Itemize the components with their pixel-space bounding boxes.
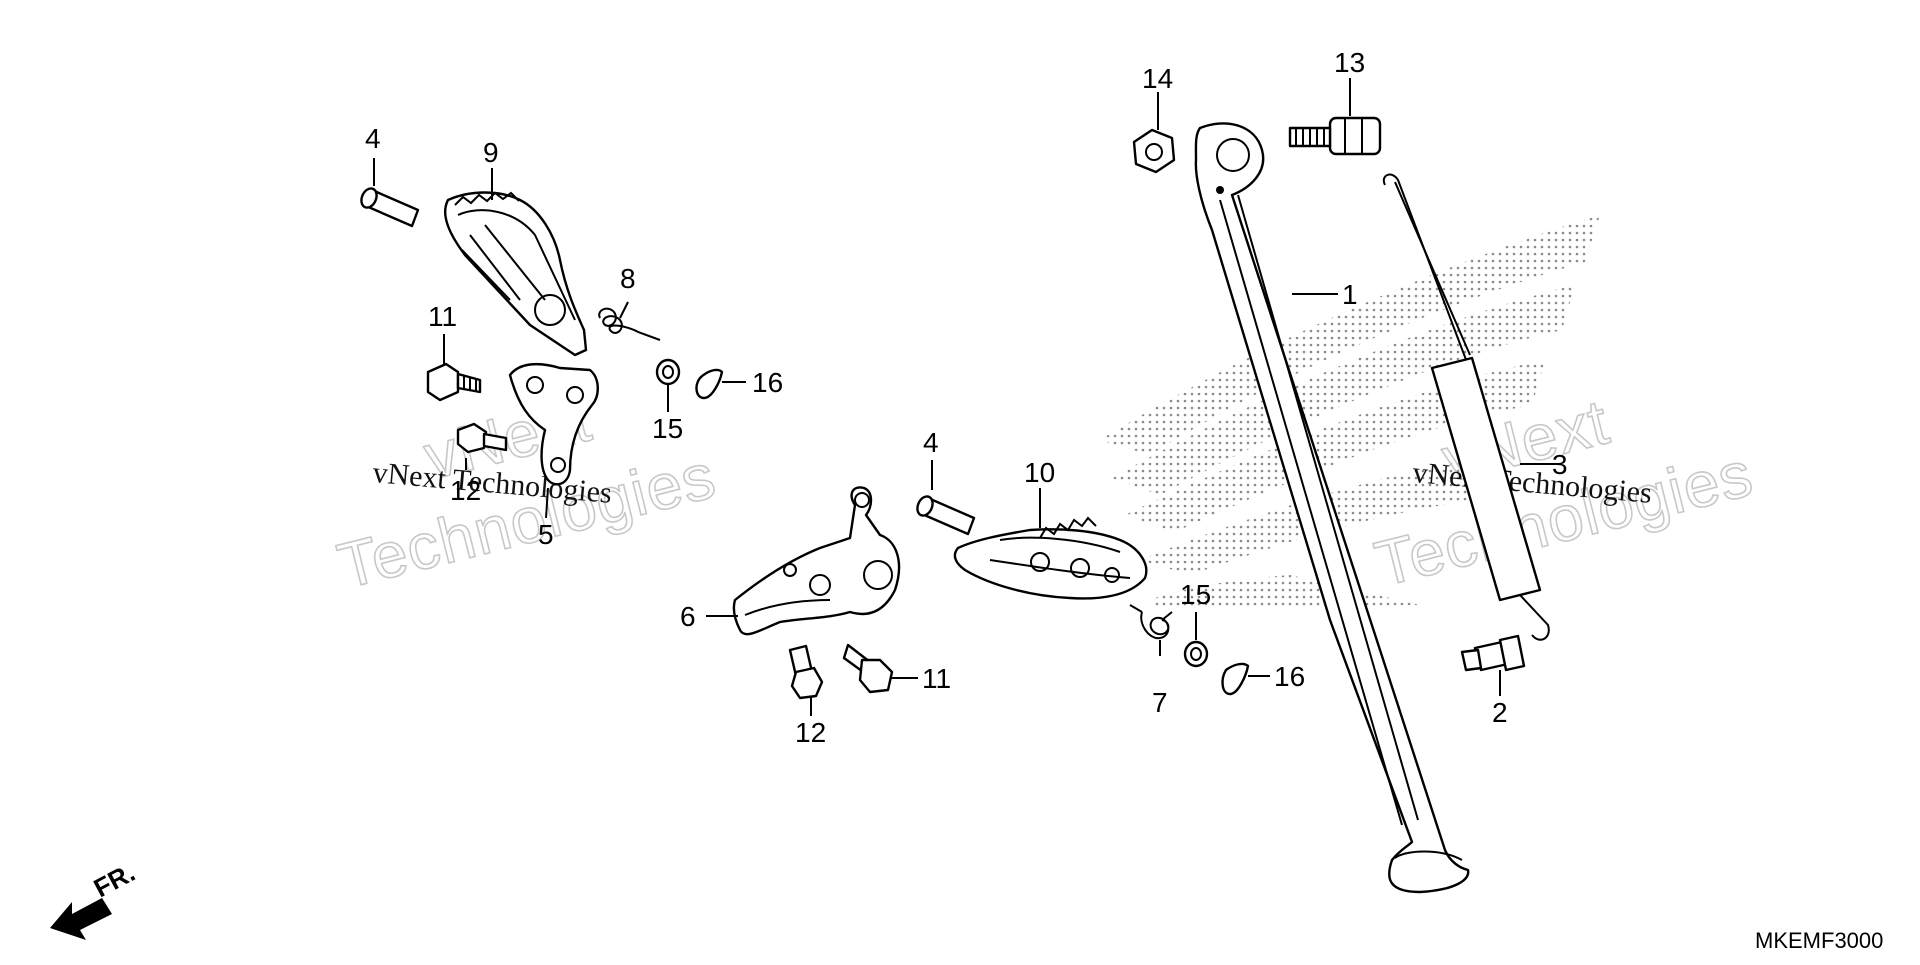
callout-4-left: 4: [365, 123, 381, 154]
part-7-spring[interactable]: [598, 307, 661, 341]
part-4-pin-left[interactable]: [359, 186, 420, 228]
callout-2: 2: [1492, 697, 1508, 728]
part-3-stand-spring[interactable]: [1382, 173, 1550, 641]
callout-12-left: 12: [450, 475, 481, 506]
callout-15-right: 15: [1180, 579, 1211, 610]
part-16-cotter-pin-right[interactable]: [1221, 662, 1250, 696]
part-2-spring-bolt[interactable]: [1460, 634, 1526, 672]
callout-11-left: 11: [428, 301, 457, 332]
callout-3: 3: [1552, 449, 1568, 480]
callout-12-center: 12: [795, 717, 826, 748]
callout-13: 13: [1334, 47, 1365, 78]
part-12-bolt-center[interactable]: [788, 644, 824, 700]
part-1-side-stand[interactable]: [1194, 122, 1470, 894]
callout-7: 8: [620, 263, 636, 294]
part-10-right-footpeg[interactable]: [953, 516, 1148, 600]
part-6-footpeg-bracket-right[interactable]: [732, 486, 901, 636]
callout-8: 7: [1152, 687, 1168, 718]
diagram-code: MKEMF3000: [1755, 928, 1883, 953]
callout-14: 14: [1142, 63, 1173, 94]
callout-16-right: 16: [1274, 661, 1305, 692]
part-15-washer-right[interactable]: [1183, 640, 1209, 668]
leader-lines: [373, 78, 1560, 716]
callout-1: 1: [1342, 279, 1358, 310]
part-5-footpeg-bracket-left[interactable]: [508, 362, 599, 486]
part-8-spring[interactable]: [1129, 604, 1173, 640]
callout-6: 6: [680, 601, 696, 632]
part-16-cotter-pin-left[interactable]: [695, 368, 724, 400]
part-11-bolt-center[interactable]: [842, 643, 894, 694]
callout-9: 9: [483, 137, 499, 168]
part-4-pin-center[interactable]: [915, 494, 976, 536]
callout-5: 5: [538, 519, 554, 550]
front-indicator-label: FR.: [89, 857, 140, 903]
part-12-bolt-left[interactable]: [456, 422, 508, 454]
part-14-nut[interactable]: [1132, 128, 1176, 174]
part-15-washer-left[interactable]: [655, 358, 681, 386]
front-direction-arrow: FR.: [50, 857, 140, 940]
callout-16-left: 16: [752, 367, 783, 398]
part-11-bolt-left[interactable]: [426, 362, 482, 402]
callout-labels: 4 9 8 11 15 16 12 5 4 10 6 11 12 14 13 1…: [365, 47, 1568, 748]
callout-15-left: 15: [652, 413, 683, 444]
callout-4-center: 4: [923, 427, 939, 458]
callout-11-center: 11: [922, 663, 951, 694]
part-13-pivot-bolt[interactable]: [1288, 116, 1382, 156]
callout-10: 10: [1024, 457, 1055, 488]
part-9-left-footpeg[interactable]: [443, 191, 588, 357]
